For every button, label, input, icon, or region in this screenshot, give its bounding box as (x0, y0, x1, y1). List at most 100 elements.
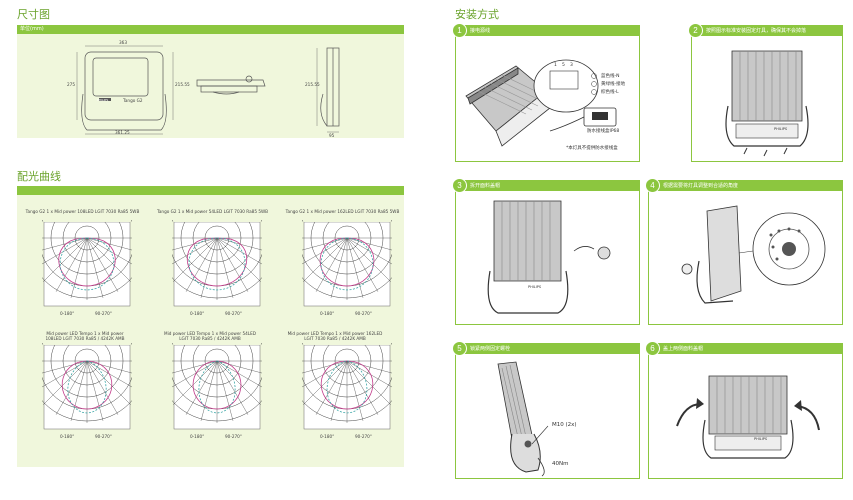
wire-label-earth: 黄绿线-接地 (601, 82, 626, 87)
polar-spoke (42, 237, 88, 251)
step-6-illustration (676, 375, 820, 459)
polar-curve (320, 237, 374, 291)
polar-spoke (216, 237, 234, 298)
wire-num-3: 3 (570, 63, 573, 68)
polar-title-6: Mid power LED Tempo 1 x Mid power 162LED… (287, 331, 383, 341)
torque-label: 40Nm (552, 461, 569, 467)
step-6-brand: PHILIPS (754, 437, 768, 441)
polar-legend-b: 90-270° (225, 434, 242, 439)
polar-spoke (216, 237, 261, 282)
polar-spoke (216, 237, 262, 265)
polar-legend-a: 0-180° (60, 434, 75, 439)
polar-spoke (302, 237, 348, 251)
install-title: 安装方式 (455, 8, 499, 21)
polar-curve (67, 360, 107, 414)
polar-curve (59, 237, 115, 291)
polar-spoke (43, 237, 88, 282)
polar-spoke (86, 237, 132, 251)
polar-spoke (172, 237, 218, 251)
step-1-illustration (465, 59, 617, 147)
polar-spoke (346, 360, 364, 421)
polar-chart-3 (302, 220, 392, 307)
install-footnote: *本灯具不提供防水接线盒 (566, 146, 618, 151)
polar-legend-b: 90-270° (95, 311, 112, 316)
polar-spoke (216, 237, 262, 251)
dimension-unit: 单位(mm) (20, 26, 44, 32)
polar-legend-a: 0-180° (320, 311, 335, 316)
polar-spoke (330, 237, 348, 298)
step-5-text: 锁紧两侧固定螺栓 (470, 346, 511, 352)
polar-spoke (185, 360, 218, 415)
polar-legend-a: 0-180° (320, 434, 335, 439)
polar-curve (320, 360, 374, 410)
polar-spoke (55, 237, 88, 292)
polar-curve (188, 237, 246, 291)
polar-legend-a: 0-180° (190, 434, 205, 439)
polar-spoke (302, 360, 348, 388)
polar-title-4: Mid power LED Tempo 1 x Mid power 108LED… (45, 331, 125, 341)
polar-spoke (346, 360, 392, 388)
polar-chart-6 (302, 343, 392, 430)
polar-spoke (315, 237, 348, 292)
step-3-illustration (487, 200, 611, 314)
polar-chart-5 (172, 343, 262, 430)
polar-spoke (172, 237, 218, 265)
step-6-text: 盖上两侧面料盖帽 (663, 346, 704, 352)
polar-curve (186, 237, 248, 287)
polar-spoke (216, 360, 234, 421)
photometric-bar (17, 186, 404, 195)
polar-title-2: Tango G2 1 x Mid power 54LED LGIT 7030 R… (157, 209, 268, 214)
model-mark: Tango G2 (123, 98, 143, 103)
polar-curve (61, 360, 113, 410)
polar-curve (192, 360, 242, 410)
polar-chart-2 (172, 220, 262, 307)
wire-label-n: 蓝色线-N (601, 74, 620, 79)
dim-label-right: 215.55 (175, 82, 190, 87)
polar-chart-4 (42, 343, 132, 430)
polar-curve (319, 237, 375, 287)
step-1-text: 接电源线 (470, 28, 491, 34)
polar-spoke (346, 360, 392, 374)
wire-num-2: 5 (562, 63, 565, 68)
polar-spoke (70, 237, 88, 298)
photometric-title: 配光曲线 (17, 170, 61, 183)
step-3-text: 拆开面料盖帽 (470, 183, 501, 189)
side-height-label: 215.55 (305, 82, 320, 87)
polar-spoke (86, 360, 131, 405)
polar-spoke (346, 360, 379, 415)
dimension-panel: 363 361.25 275 215.55 PHILIPS Tango G2 2… (17, 34, 404, 138)
polar-spoke (86, 237, 104, 298)
polar-spoke (302, 360, 348, 374)
polar-spoke (216, 360, 262, 388)
step-2-text: 按照图示标准安装固定灯具，确保其不会掉落 (706, 28, 807, 34)
polar-spoke (303, 360, 348, 405)
polar-legend-b: 90-270° (355, 311, 372, 316)
step-4-illustration (681, 205, 826, 304)
polar-spoke (86, 237, 131, 282)
polar-legend-a: 0-180° (60, 311, 75, 316)
polar-spoke (86, 360, 104, 421)
polar-spoke (346, 237, 391, 282)
polar-curve (58, 237, 116, 287)
polar-spoke (330, 360, 348, 421)
polar-spoke (200, 360, 218, 421)
wire-num-1: 1 (554, 63, 557, 68)
polar-spoke (173, 237, 218, 282)
step-4-text: 根据需要将灯具调整到合适的角度 (663, 183, 739, 189)
side-width-label: 95 (329, 133, 335, 138)
polar-spoke (346, 360, 391, 405)
polar-legend-b: 90-270° (95, 434, 112, 439)
brand-mark: PHILIPS (97, 98, 109, 102)
polar-spoke (216, 360, 249, 415)
polar-spoke (216, 360, 261, 405)
polar-spoke (200, 237, 218, 298)
polar-spoke (346, 237, 379, 292)
polar-spoke (55, 360, 88, 415)
polar-spoke (42, 360, 88, 374)
polar-legend-b: 90-270° (225, 311, 242, 316)
